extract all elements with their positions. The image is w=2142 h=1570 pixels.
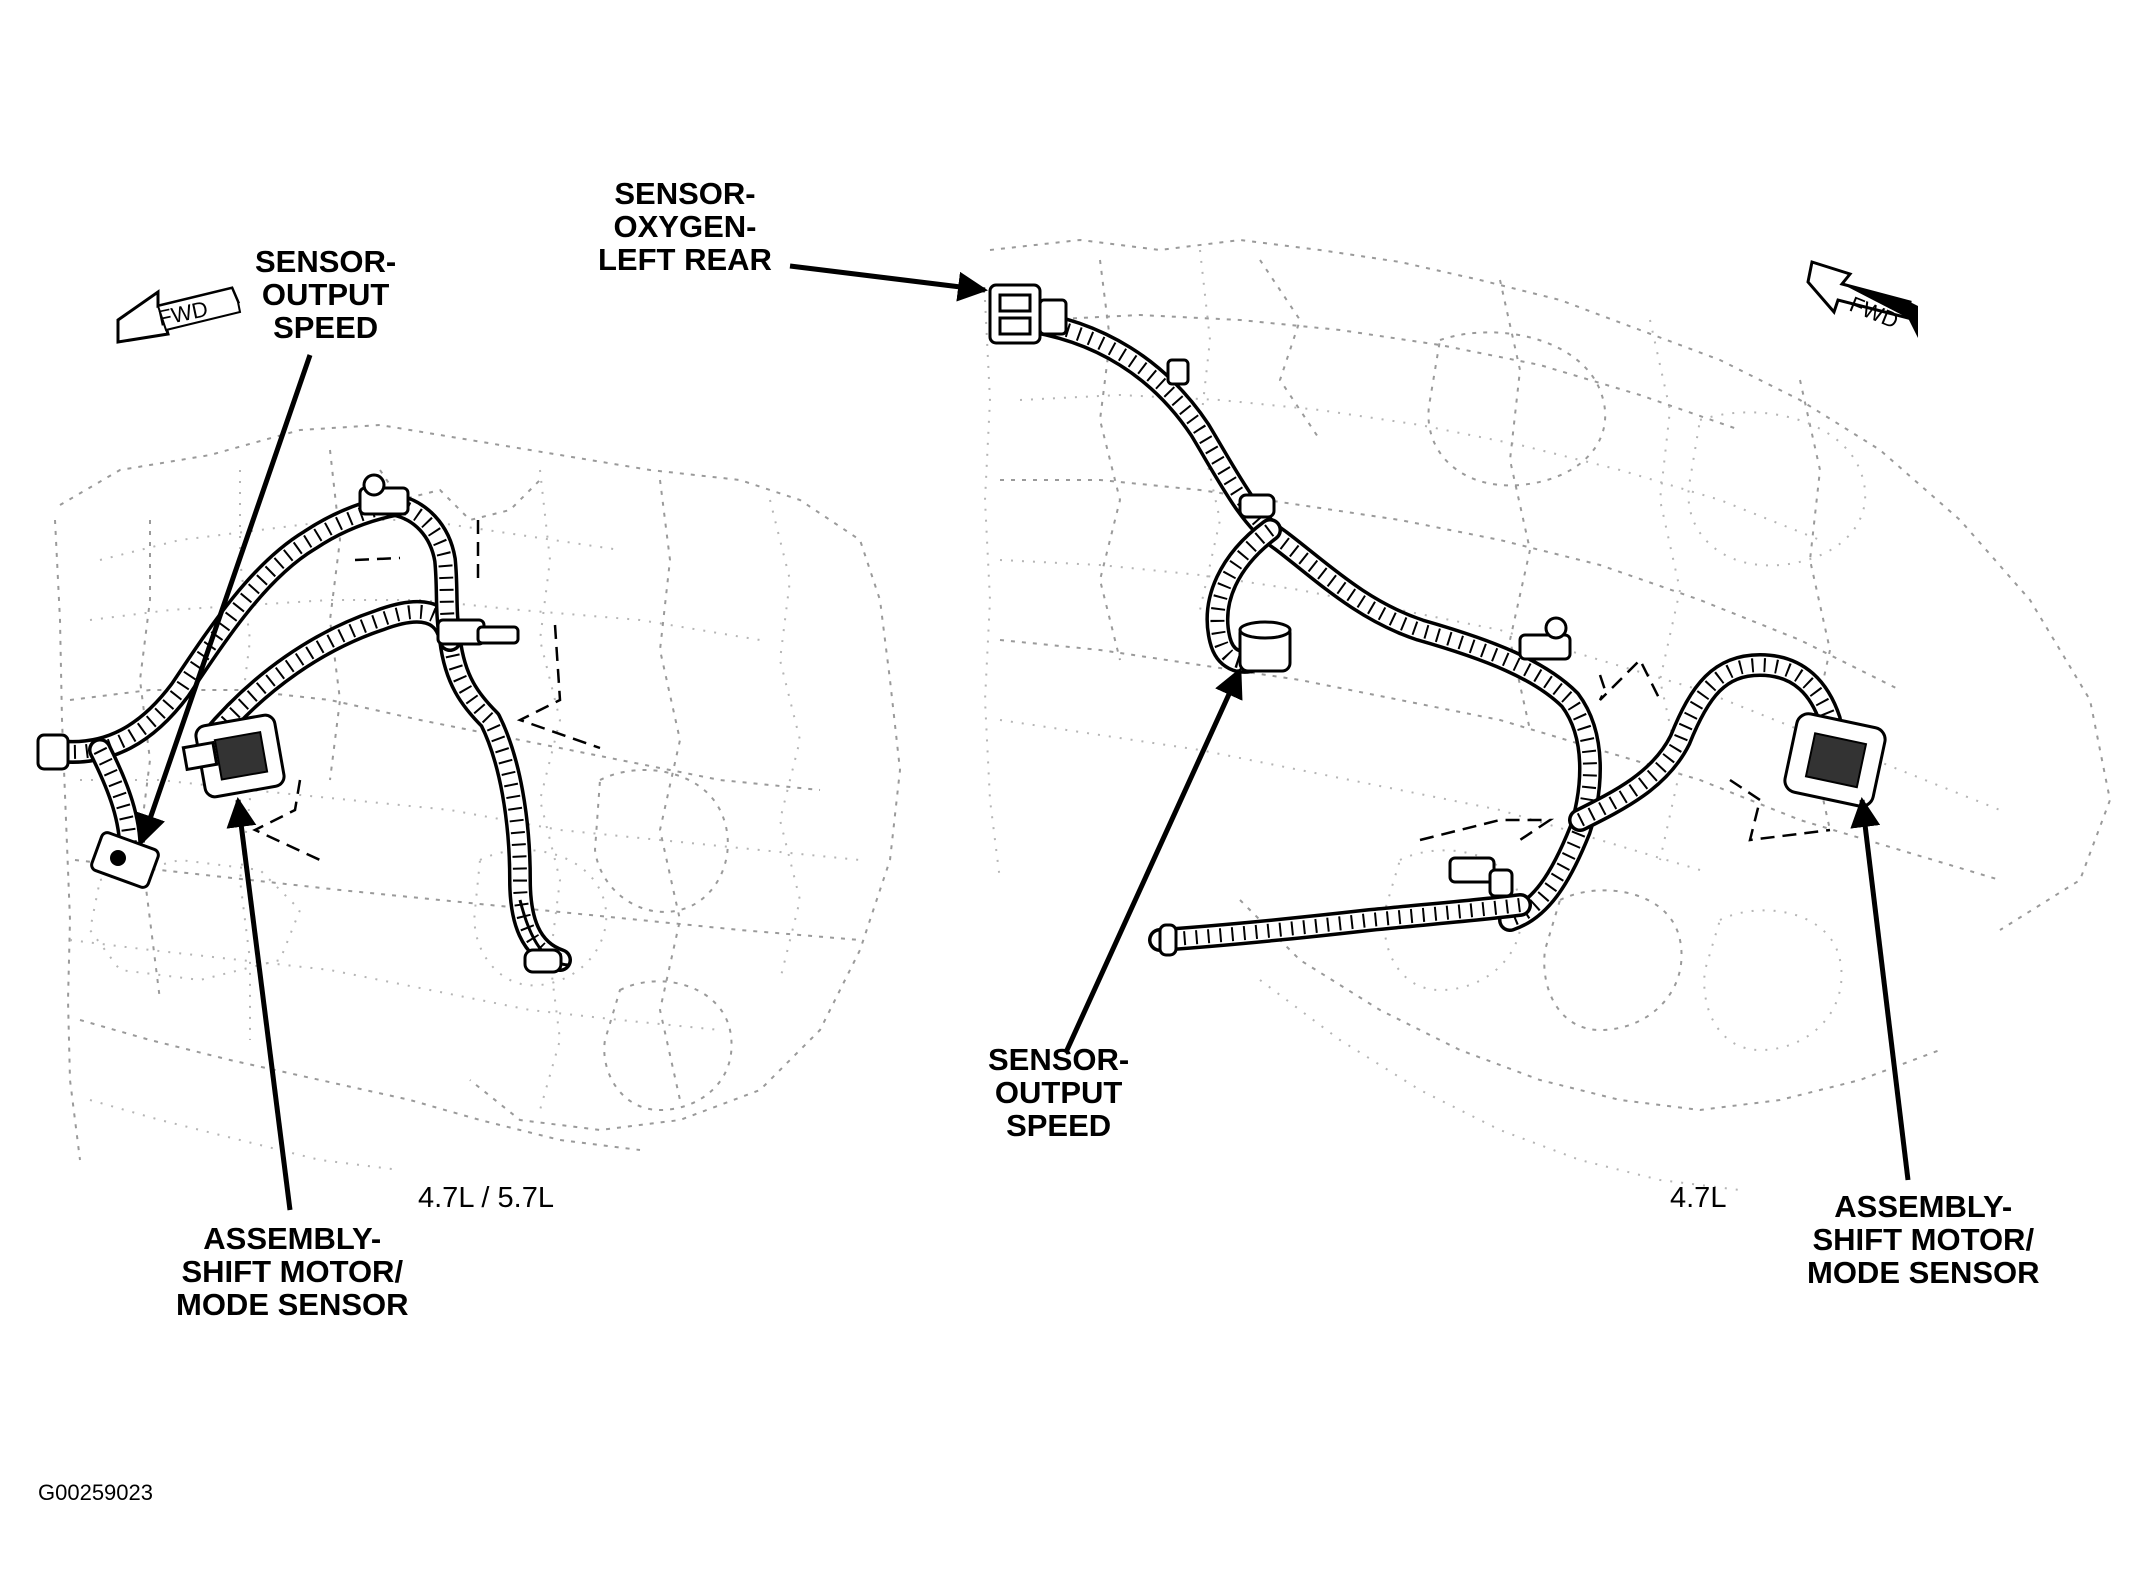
left-dashed-trace-4 [252, 779, 321, 862]
right-oxygen-sensor-connector [988, 283, 1068, 345]
left-ghost-engine [54, 423, 902, 1171]
right-fwd-arrow-icon: FWD [1806, 260, 1918, 338]
right-shift-motor-label: ASSEMBLY- SHIFT MOTOR/ MODE SENSOR [1807, 1189, 2040, 1290]
right-harness-clips [1158, 358, 1572, 957]
right-harness [1008, 308, 1842, 952]
right-dashed-trace-3 [1729, 778, 1831, 842]
left-output-speed-sensor [90, 831, 160, 889]
left-engine-label: 4.7L / 5.7L [418, 1182, 554, 1214]
right-shift-motor-leader-arrow-icon [1850, 797, 1911, 1181]
left-dashed-trace-3 [516, 624, 601, 750]
right-shift-motor-connector [1783, 712, 1887, 808]
figure-id: G00259023 [38, 1480, 153, 1505]
left-harness [38, 493, 572, 972]
right-output-speed-sensor [1238, 620, 1292, 673]
right-dashed-trace-2 [1419, 818, 1555, 842]
left-shift-motor-label: ASSEMBLY- SHIFT MOTOR/ MODE SENSOR [176, 1221, 409, 1322]
left-output-speed-leader-arrow-icon [136, 354, 313, 845]
right-output-speed-label: SENSOR- OUTPUT SPEED [988, 1042, 1130, 1143]
right-oxygen-leader-arrow-icon [789, 263, 988, 302]
right-oxygen-label: SENSOR- OXYGEN- LEFT REAR [598, 176, 772, 277]
left-fwd-arrow-icon: FWD [116, 286, 242, 344]
left-fwd-label: FWD [156, 296, 210, 331]
right-output-speed-leader-arrow-icon [1064, 667, 1243, 1052]
left-harness-clips [36, 473, 520, 771]
left-output-speed-label: SENSOR- OUTPUT SPEED [255, 244, 397, 345]
left-dashed-trace-2 [354, 556, 401, 562]
left-hose-end [518, 899, 571, 974]
left-shift-motor-connector [181, 713, 286, 799]
left-shift-motor-leader-arrow-icon [226, 797, 293, 1211]
right-dashed-trace-1 [1598, 657, 1662, 701]
right-engine-label: 4.7L [1670, 1182, 1727, 1214]
